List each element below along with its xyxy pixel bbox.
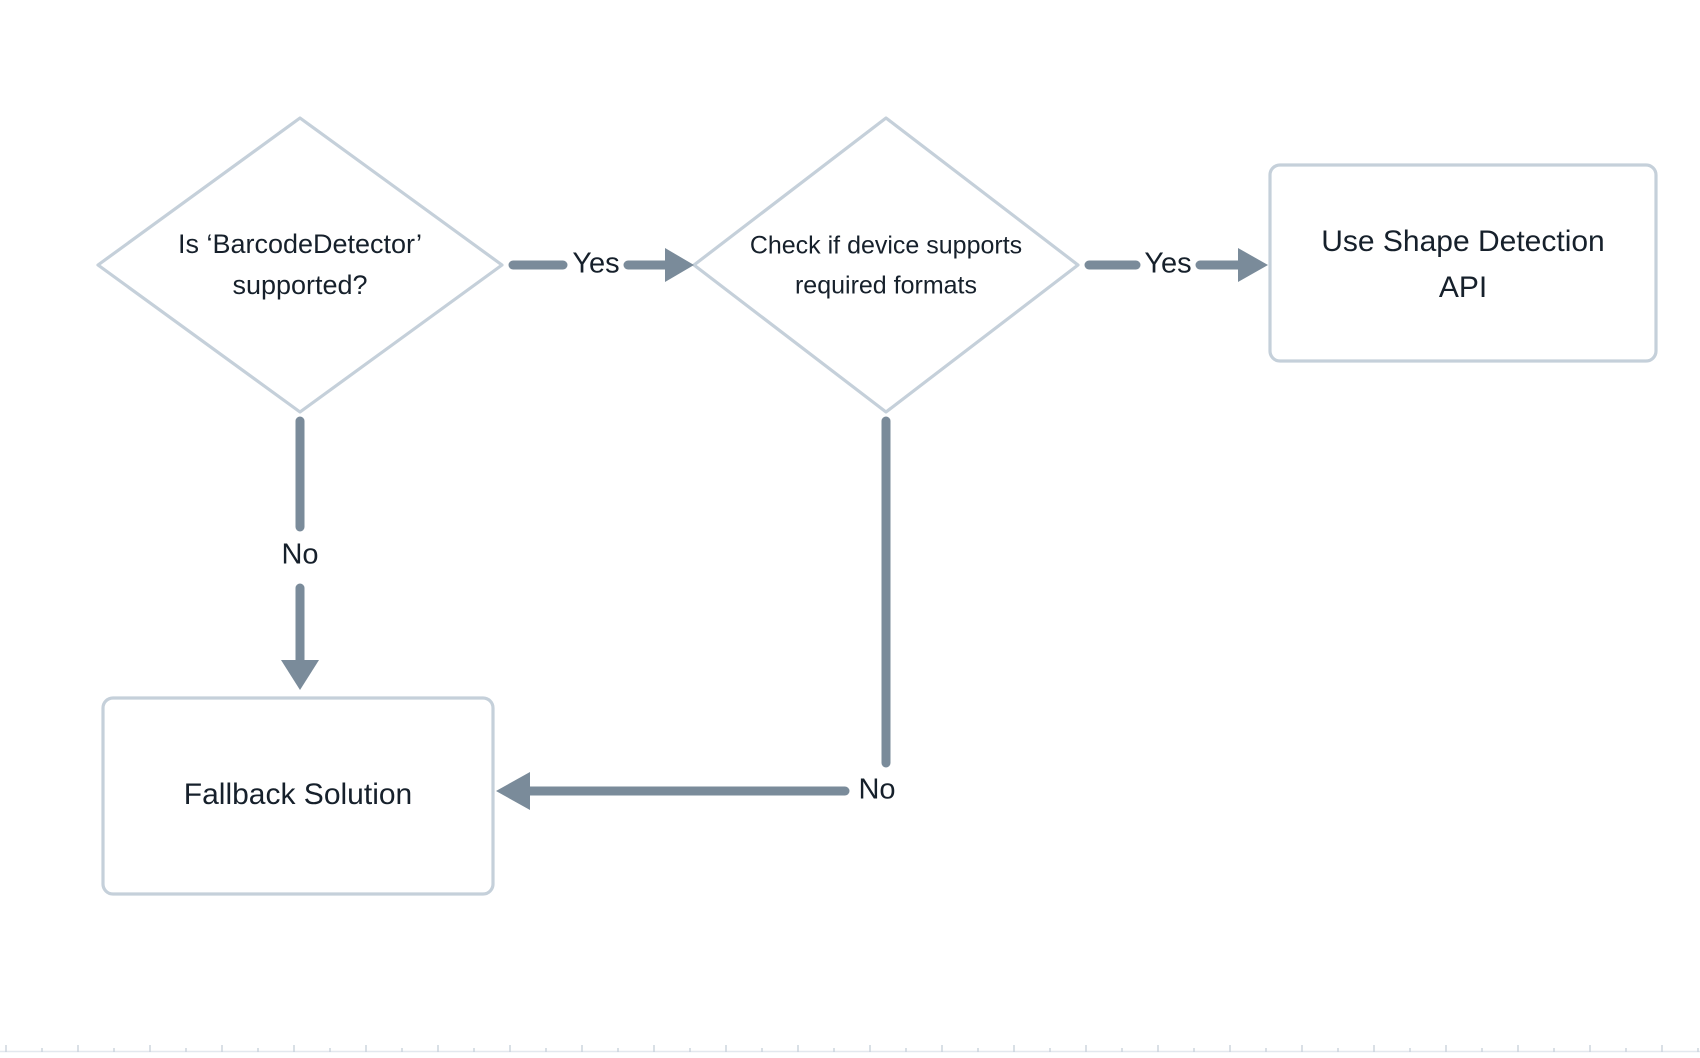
- node-label-line1: Fallback Solution: [184, 778, 412, 811]
- node-fallback-solution[interactable]: Fallback Solution: [101, 696, 495, 896]
- node-label-line2: API: [1439, 271, 1487, 304]
- arrowhead-icon: [281, 660, 319, 690]
- node-label-line1: Check if device supports: [750, 232, 1022, 260]
- node-label-line1: Use Shape Detection: [1321, 225, 1605, 258]
- node-label-line2: required formats: [795, 272, 977, 300]
- edge-no-to-fallback[interactable]: No: [281, 416, 319, 690]
- bottom-tick-marks: [5, 1045, 1699, 1052]
- edge-yes-to-check-formats[interactable]: Yes: [508, 248, 694, 282]
- node-label-line2: supported?: [232, 270, 367, 300]
- edge-label-yes: Yes: [572, 248, 619, 280]
- diamond-shape: [692, 116, 1080, 414]
- bottom-ruler: [0, 1045, 1700, 1053]
- edge-label-no: No: [281, 539, 318, 571]
- arrowhead-icon: [496, 772, 530, 810]
- arrowhead-icon: [1238, 248, 1268, 282]
- node-use-shape-detection-api[interactable]: Use Shape Detection API: [1268, 163, 1658, 363]
- edge-label-no: No: [858, 774, 895, 806]
- node-label-line1: Is ‘BarcodeDetector’: [178, 229, 422, 259]
- node-check-device-formats[interactable]: Check if device supports required format…: [692, 116, 1080, 414]
- rectangle-shape: [1268, 163, 1658, 363]
- edge-label-yes: Yes: [1144, 248, 1191, 280]
- edge-yes-to-shape-detection[interactable]: Yes: [1084, 248, 1268, 282]
- rectangle-shape: [101, 696, 495, 896]
- diamond-shape: [96, 116, 504, 414]
- arrowhead-icon: [665, 248, 694, 282]
- edge-no-formats-to-fallback[interactable]: No: [496, 416, 896, 810]
- node-is-barcodedetector-supported[interactable]: Is ‘BarcodeDetector’ supported?: [96, 116, 504, 414]
